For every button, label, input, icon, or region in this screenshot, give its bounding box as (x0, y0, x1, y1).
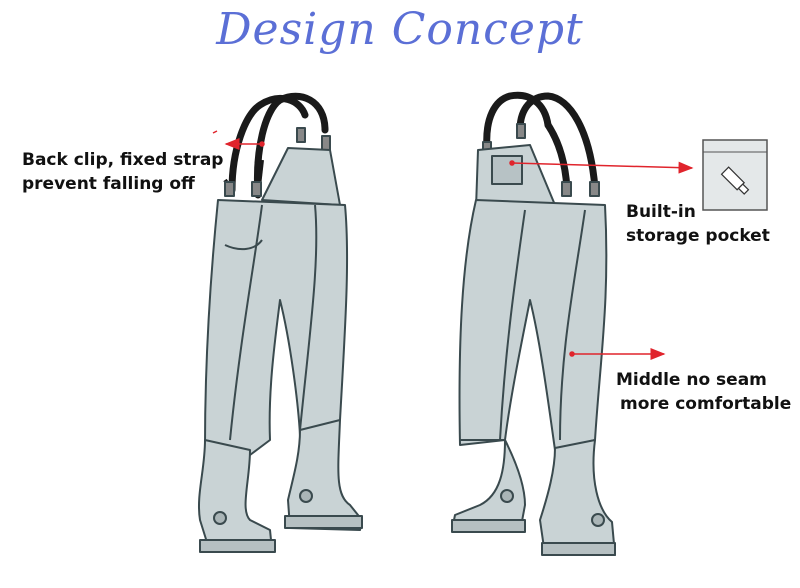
middle-line1: Middle no seam (616, 370, 767, 390)
shoulder-straps-front (228, 92, 329, 199)
left-boot (197, 439, 273, 553)
chest-flap (261, 147, 341, 206)
storage-pocket (491, 155, 523, 185)
pocket-callout: Built-in storage pocket (626, 200, 770, 248)
shoulder-straps-back (483, 91, 599, 192)
middle-callout: Middle no seam more comfortable (616, 368, 791, 416)
front-view-wader (197, 92, 363, 553)
pocket-line1: Built-in (626, 202, 696, 222)
right-boot (287, 419, 363, 531)
tube-icon (720, 166, 750, 195)
pocket-inset (702, 139, 768, 211)
back-left-boot (451, 439, 526, 533)
back-clip-icon (251, 181, 262, 197)
middle-line2: more comfortable (620, 394, 792, 414)
callout-arrows (212, 130, 694, 360)
back-right-boot (539, 439, 616, 556)
trouser-body (204, 199, 349, 456)
back-clip-line1: Back clip, fixed strap (22, 150, 224, 170)
page-title: Design Concept (216, 4, 584, 55)
back-clip-callout: Back clip, fixed strap prevent falling o… (22, 148, 223, 196)
trouser-body-back (458, 199, 608, 451)
back-view-wader (451, 91, 616, 556)
back-clip-icon (224, 181, 235, 197)
pocket-line2: storage pocket (626, 226, 770, 246)
back-clip-line2: prevent falling off (22, 174, 195, 194)
